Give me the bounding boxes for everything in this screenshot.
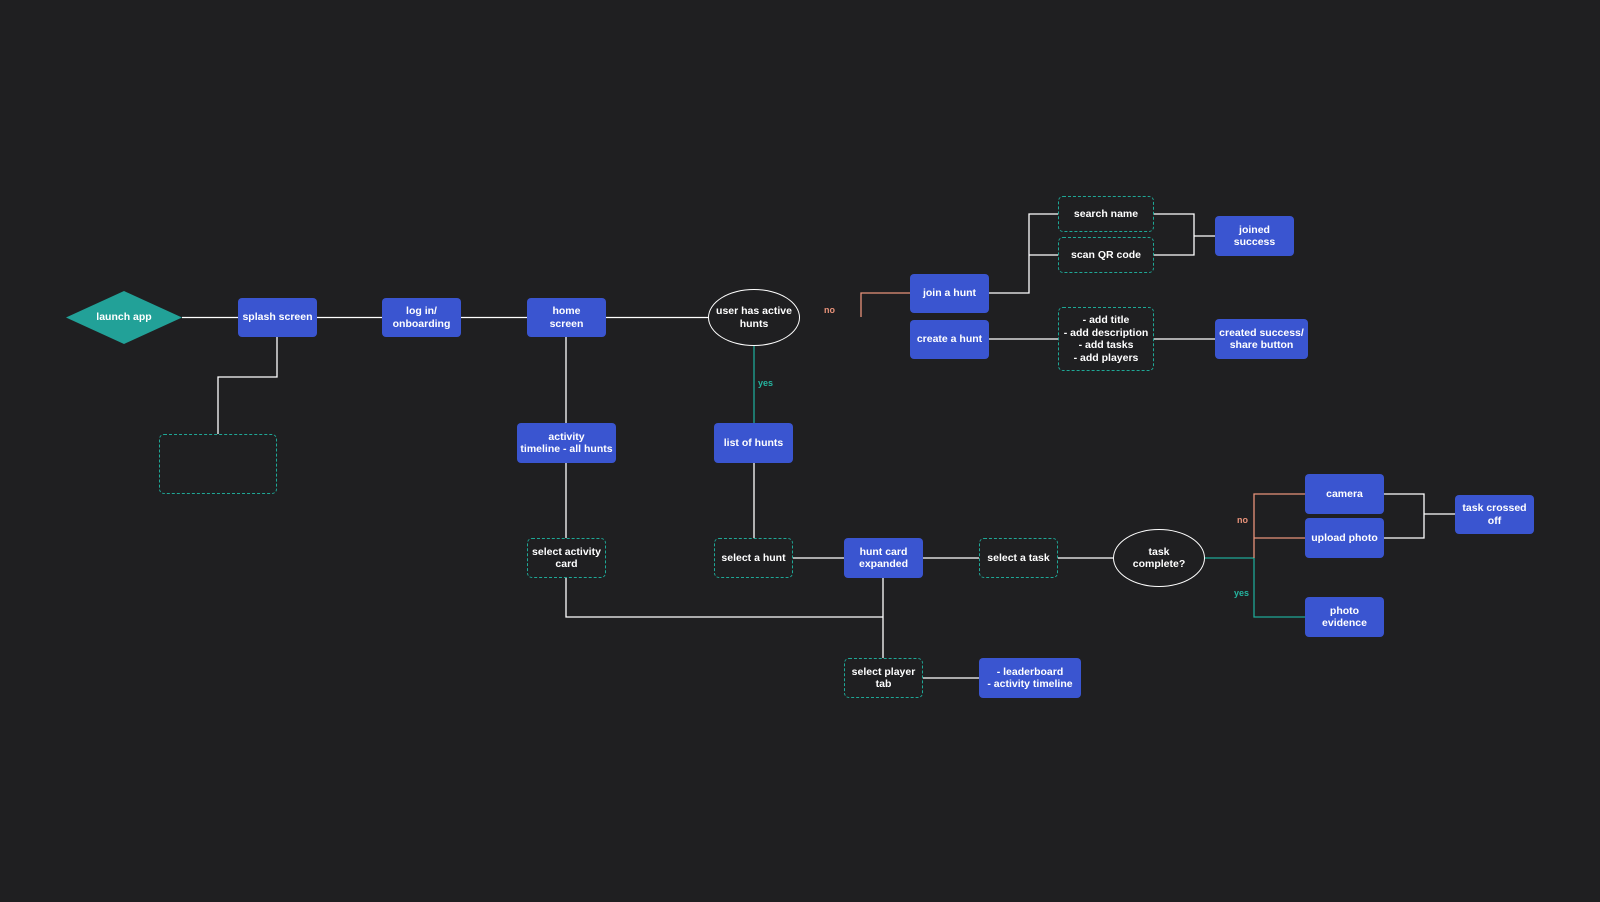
edge-task-no — [1253, 493, 1305, 558]
launch-app-diamond — [66, 291, 182, 344]
node-activity-timeline[interactable]: activity timeline - all hunts — [517, 423, 616, 463]
label-yes-task: yes — [1234, 588, 1250, 598]
edge-join-search-scan — [989, 213, 1058, 294]
edge-splash-placeholder — [217, 337, 278, 434]
node-launch-app[interactable]: launch app — [96, 311, 152, 324]
edge-decision-no — [860, 292, 910, 317]
node-select-player-tab[interactable]: select player tab — [844, 658, 923, 698]
node-empty-placeholder[interactable] — [159, 434, 277, 494]
edge-task-yes — [1253, 558, 1305, 618]
node-splash-screen[interactable]: splash screen — [238, 298, 317, 337]
node-select-activity-card[interactable]: select activity card — [527, 538, 606, 578]
edge-search-joined — [1154, 213, 1195, 256]
node-scan-qr-code[interactable]: scan QR code — [1058, 237, 1154, 273]
node-task-complete[interactable]: task complete? — [1113, 529, 1205, 587]
node-photo-evidence[interactable]: photo evidence — [1305, 597, 1384, 637]
node-leaderboard[interactable]: - leaderboard - activity timeline — [979, 658, 1081, 698]
node-create-a-hunt[interactable]: create a hunt — [910, 320, 989, 359]
node-add-details[interactable]: - add title - add description - add task… — [1058, 307, 1154, 371]
node-list-of-hunts[interactable]: list of hunts — [714, 423, 793, 463]
node-home-screen[interactable]: home screen — [527, 298, 606, 337]
node-user-has-active-hunts[interactable]: user has active hunts — [708, 289, 800, 346]
node-search-name[interactable]: search name — [1058, 196, 1154, 232]
edge-activity-card-merge — [565, 578, 883, 618]
node-joined-success[interactable]: joined success — [1215, 216, 1294, 256]
edge-camera-crossed — [1384, 493, 1425, 539]
label-yes-active: yes — [758, 378, 774, 388]
node-created-success[interactable]: created success/ share button — [1215, 319, 1308, 359]
node-join-a-hunt[interactable]: join a hunt — [910, 274, 989, 313]
node-hunt-card-expanded[interactable]: hunt card expanded — [844, 538, 923, 578]
node-select-a-task[interactable]: select a task — [979, 538, 1058, 578]
node-select-a-hunt[interactable]: select a hunt — [714, 538, 793, 578]
node-upload-photo[interactable]: upload photo — [1305, 518, 1384, 558]
node-task-crossed-off[interactable]: task crossed off — [1455, 495, 1534, 534]
label-no-active: no — [824, 305, 835, 315]
label-no-task: no — [1237, 515, 1248, 525]
node-log-in-onboarding[interactable]: log in/ onboarding — [382, 298, 461, 337]
node-camera[interactable]: camera — [1305, 474, 1384, 514]
